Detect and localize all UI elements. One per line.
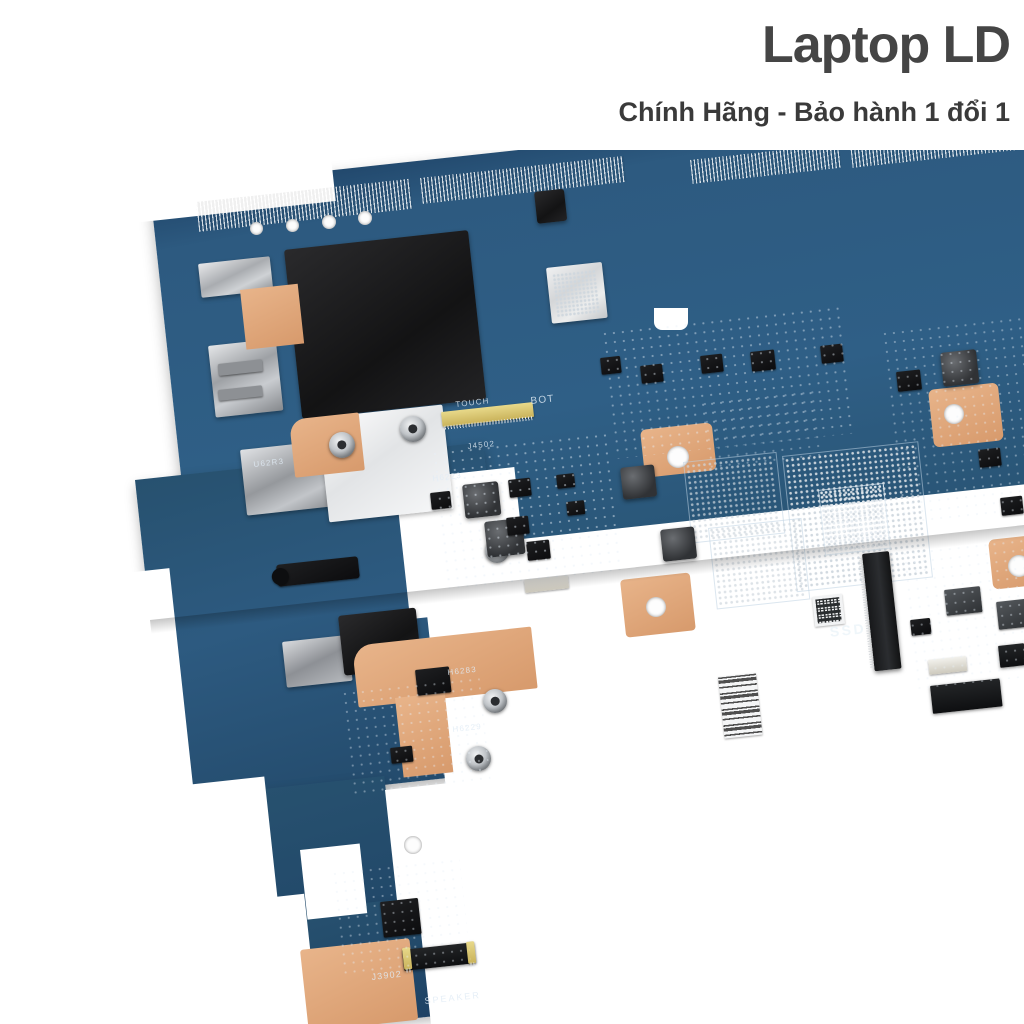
copper-plane-left bbox=[240, 283, 305, 350]
screw-grommet-4 bbox=[466, 746, 491, 771]
screw-grommet-5 bbox=[329, 432, 355, 458]
power-inductor-3 bbox=[620, 464, 658, 500]
wifi-shield-texture bbox=[552, 269, 601, 318]
edge-hole-3 bbox=[322, 215, 336, 229]
smd-field-4 bbox=[900, 535, 1024, 690]
screw-grommet-1 bbox=[400, 416, 426, 442]
smd-field-3 bbox=[880, 313, 1024, 529]
power-inductor-4 bbox=[660, 526, 698, 562]
mount-hole-right bbox=[1008, 555, 1024, 577]
edge-hole-4 bbox=[358, 211, 372, 225]
motherboard-photo: BOT TOUCH J4502 U62R3 H6223 SSD H6283 H6… bbox=[0, 150, 1024, 1024]
usb-a-port bbox=[208, 338, 284, 418]
board-top-notch bbox=[654, 308, 688, 330]
edge-hole-1 bbox=[250, 222, 263, 235]
screw-grommet-3 bbox=[483, 689, 507, 713]
cpu-warranty-label bbox=[718, 672, 763, 739]
background-cut-foot-left bbox=[155, 893, 320, 1024]
mount-hole-lobe bbox=[404, 836, 422, 854]
io-shield-pad bbox=[284, 230, 487, 420]
watermark-tagline: Chính Hãng - Bảo hành 1 đổi 1 bbox=[618, 97, 1011, 127]
edge-hole-2 bbox=[286, 219, 299, 232]
smd-field-7 bbox=[700, 387, 827, 470]
watermark-brand: Laptop LD bbox=[761, 16, 1011, 74]
smd-field-6 bbox=[330, 855, 472, 980]
mount-hole-cpu-upper bbox=[667, 446, 689, 468]
bot-black-block bbox=[534, 188, 568, 224]
ssd-qr-label bbox=[812, 593, 846, 627]
mount-hole-upper-right bbox=[944, 404, 964, 424]
smd-field-5 bbox=[340, 674, 492, 800]
smd-field-1 bbox=[430, 430, 625, 590]
mount-hole-cpu-left bbox=[646, 597, 666, 617]
